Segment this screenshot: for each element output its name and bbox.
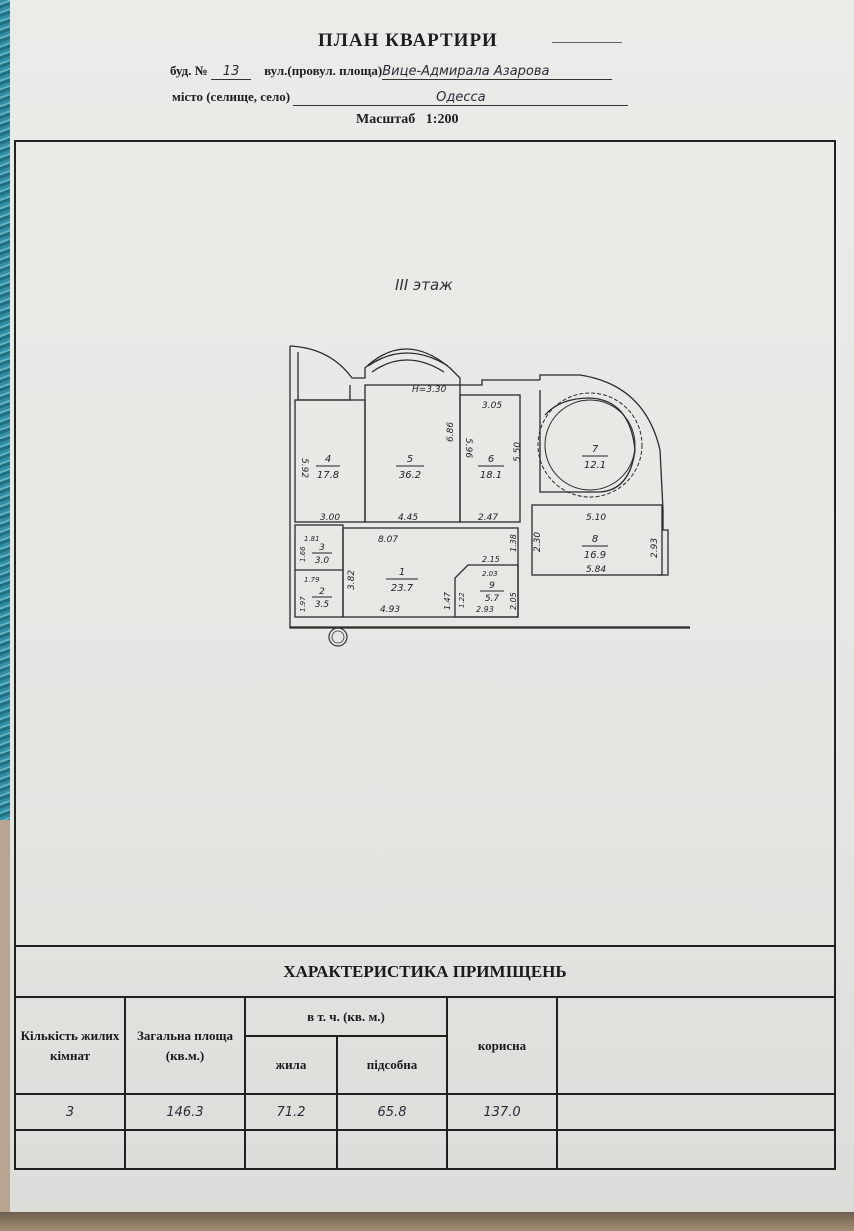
cell-living: 71.2 <box>244 1092 338 1132</box>
svg-text:2.03: 2.03 <box>482 570 498 578</box>
svg-text:8.07: 8.07 <box>378 535 398 545</box>
svg-text:9: 9 <box>489 581 495 591</box>
svg-text:2.93: 2.93 <box>476 605 494 614</box>
header-useful: корисна <box>446 996 558 1095</box>
svg-text:3.0: 3.0 <box>315 556 330 566</box>
title-underline <box>552 42 622 43</box>
svg-text:1.97: 1.97 <box>299 596 307 612</box>
svg-text:2.15: 2.15 <box>482 555 500 564</box>
svg-text:3.82: 3.82 <box>347 570 357 590</box>
cell-useful: 137.0 <box>446 1092 558 1132</box>
ceiling-height: H=3.30 <box>412 385 447 395</box>
cell-rooms-count <box>14 1129 126 1170</box>
svg-text:4.93: 4.93 <box>380 605 400 615</box>
plan-frame <box>14 140 836 1170</box>
svg-text:1.81: 1.81 <box>304 535 320 543</box>
document-title: ПЛАН КВАРТИРИ <box>318 30 498 51</box>
street-label: вул.(провул. площа) <box>264 63 383 78</box>
header-rooms-count: Кількість жилих кімнат <box>14 996 126 1095</box>
svg-text:3: 3 <box>319 543 325 553</box>
svg-text:5.10: 5.10 <box>586 513 606 523</box>
svg-text:23.7: 23.7 <box>391 583 414 594</box>
floor-plan-drawing: H=3.30 4 17.8 5.92 3.00 5 36.2 6.86 4.45… <box>289 345 690 647</box>
cell-rooms-count: 3 <box>14 1092 126 1132</box>
svg-text:2: 2 <box>319 587 325 597</box>
svg-text:2.93: 2.93 <box>650 538 660 558</box>
svg-text:2.05: 2.05 <box>509 592 518 610</box>
cell-auxiliary: 65.8 <box>336 1092 448 1132</box>
svg-text:18.1: 18.1 <box>480 470 502 481</box>
address-row: буд. № 13 вул.(провул. площа)Вице-Адмира… <box>170 63 613 80</box>
svg-text:1.79: 1.79 <box>304 576 320 584</box>
svg-text:1.66: 1.66 <box>299 546 307 562</box>
cell-useful <box>446 1129 558 1170</box>
header-total-area: Загальна площа (кв.м.) <box>124 996 246 1095</box>
table-surface <box>0 1212 854 1231</box>
header-empty <box>556 996 836 1095</box>
svg-text:12.1: 12.1 <box>584 460 606 471</box>
scale-label: Масштаб <box>356 112 416 127</box>
building-label: буд. № <box>170 63 208 78</box>
svg-text:8: 8 <box>592 534 598 545</box>
svg-text:6: 6 <box>488 454 494 465</box>
svg-text:5.84: 5.84 <box>586 565 606 575</box>
cell-total-area <box>124 1129 246 1170</box>
svg-text:4.45: 4.45 <box>398 513 418 523</box>
street-value: Вице-Адмирала Азарова <box>382 64 613 80</box>
scale-value: 1:200 <box>425 112 459 127</box>
cell-extra <box>556 1129 836 1170</box>
svg-text:5.7: 5.7 <box>485 594 500 604</box>
svg-text:1.38: 1.38 <box>509 534 518 552</box>
header-auxiliary: підсобна <box>336 1035 448 1095</box>
svg-text:1: 1 <box>399 567 405 578</box>
svg-text:4: 4 <box>325 454 331 465</box>
floor-label: III этаж <box>395 276 453 294</box>
cell-total-area: 146.3 <box>124 1092 246 1132</box>
svg-text:6.86: 6.86 <box>446 422 456 442</box>
svg-text:3.5: 3.5 <box>315 600 330 610</box>
building-number: 13 <box>211 64 252 80</box>
city-row: місто (селище, село) Одесса <box>172 89 629 106</box>
table-row <box>14 1129 836 1170</box>
svg-text:5.96: 5.96 <box>463 438 473 458</box>
city-label: місто (селище, село) <box>172 89 291 104</box>
table-row: 3 146.3 71.2 65.8 137.0 <box>14 1092 836 1132</box>
city-value: Одесса <box>293 90 629 106</box>
svg-text:1.22: 1.22 <box>458 592 466 608</box>
scale-row: Масштаб 1:200 <box>356 112 458 128</box>
svg-text:5.50: 5.50 <box>513 442 523 462</box>
svg-text:16.9: 16.9 <box>584 550 606 561</box>
table-caption: ХАРАКТЕРИСТИКА ПРИМІЩЕНЬ <box>14 944 836 999</box>
rooms-characteristics-table: ХАРАКТЕРИСТИКА ПРИМІЩЕНЬ Кількість жилих… <box>14 944 836 1170</box>
svg-text:1.47: 1.47 <box>443 591 452 610</box>
svg-text:2.30: 2.30 <box>533 532 543 552</box>
header-including: в т. ч. (кв. м.) <box>244 996 448 1038</box>
cell-living <box>244 1129 338 1170</box>
header-living: жила <box>244 1035 338 1095</box>
svg-text:5.92: 5.92 <box>299 458 309 478</box>
svg-text:5: 5 <box>407 454 413 465</box>
cell-auxiliary <box>336 1129 448 1170</box>
svg-text:3.05: 3.05 <box>482 401 502 411</box>
svg-text:17.8: 17.8 <box>317 470 339 481</box>
cell-extra <box>556 1092 836 1132</box>
svg-text:36.2: 36.2 <box>399 470 421 481</box>
svg-text:3.00: 3.00 <box>320 513 340 523</box>
svg-text:7: 7 <box>592 444 599 455</box>
svg-text:2.47: 2.47 <box>478 513 498 523</box>
